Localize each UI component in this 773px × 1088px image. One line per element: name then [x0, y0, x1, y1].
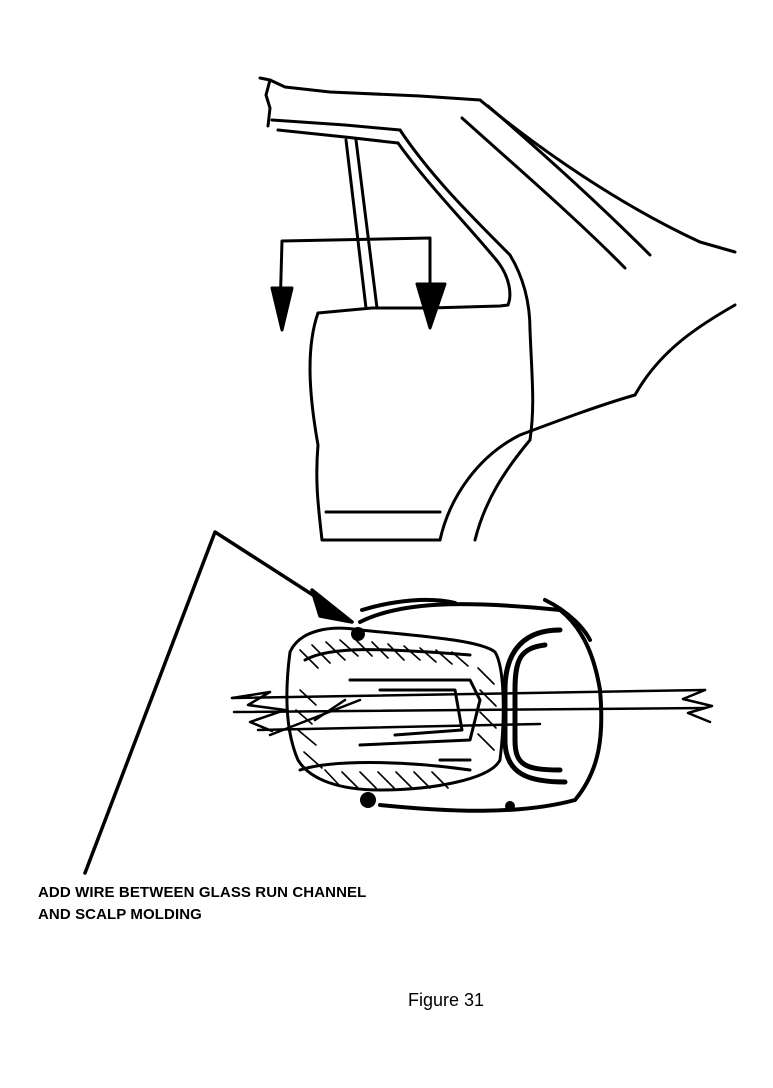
glass-run-channel-section: [230, 597, 714, 813]
leader-arrow-head: [310, 588, 354, 624]
glass-pane: [230, 688, 714, 733]
retaining-wire: [268, 698, 362, 737]
callout-line-1: ADD WIRE BETWEEN GLASS RUN CHANNEL: [38, 884, 367, 901]
outer-seal: [502, 627, 568, 785]
wire-dots: [351, 627, 515, 811]
section-arrows: [270, 236, 447, 332]
callout-note: ADD WIRE BETWEEN GLASS RUN CHANNEL AND S…: [38, 882, 458, 926]
door-panel: [308, 303, 535, 542]
scalp-molding: [358, 597, 604, 813]
channel-hatching: [295, 639, 497, 789]
figure-label: Figure 31: [408, 990, 485, 1010]
door-frame: [270, 118, 532, 332]
leader-line: [83, 530, 354, 875]
arrow-head-left: [270, 286, 294, 332]
arrow-head-right: [415, 282, 447, 330]
callout-line-2: AND SCALP MOLDING: [38, 906, 202, 923]
vehicle-body-outline: [258, 76, 737, 542]
